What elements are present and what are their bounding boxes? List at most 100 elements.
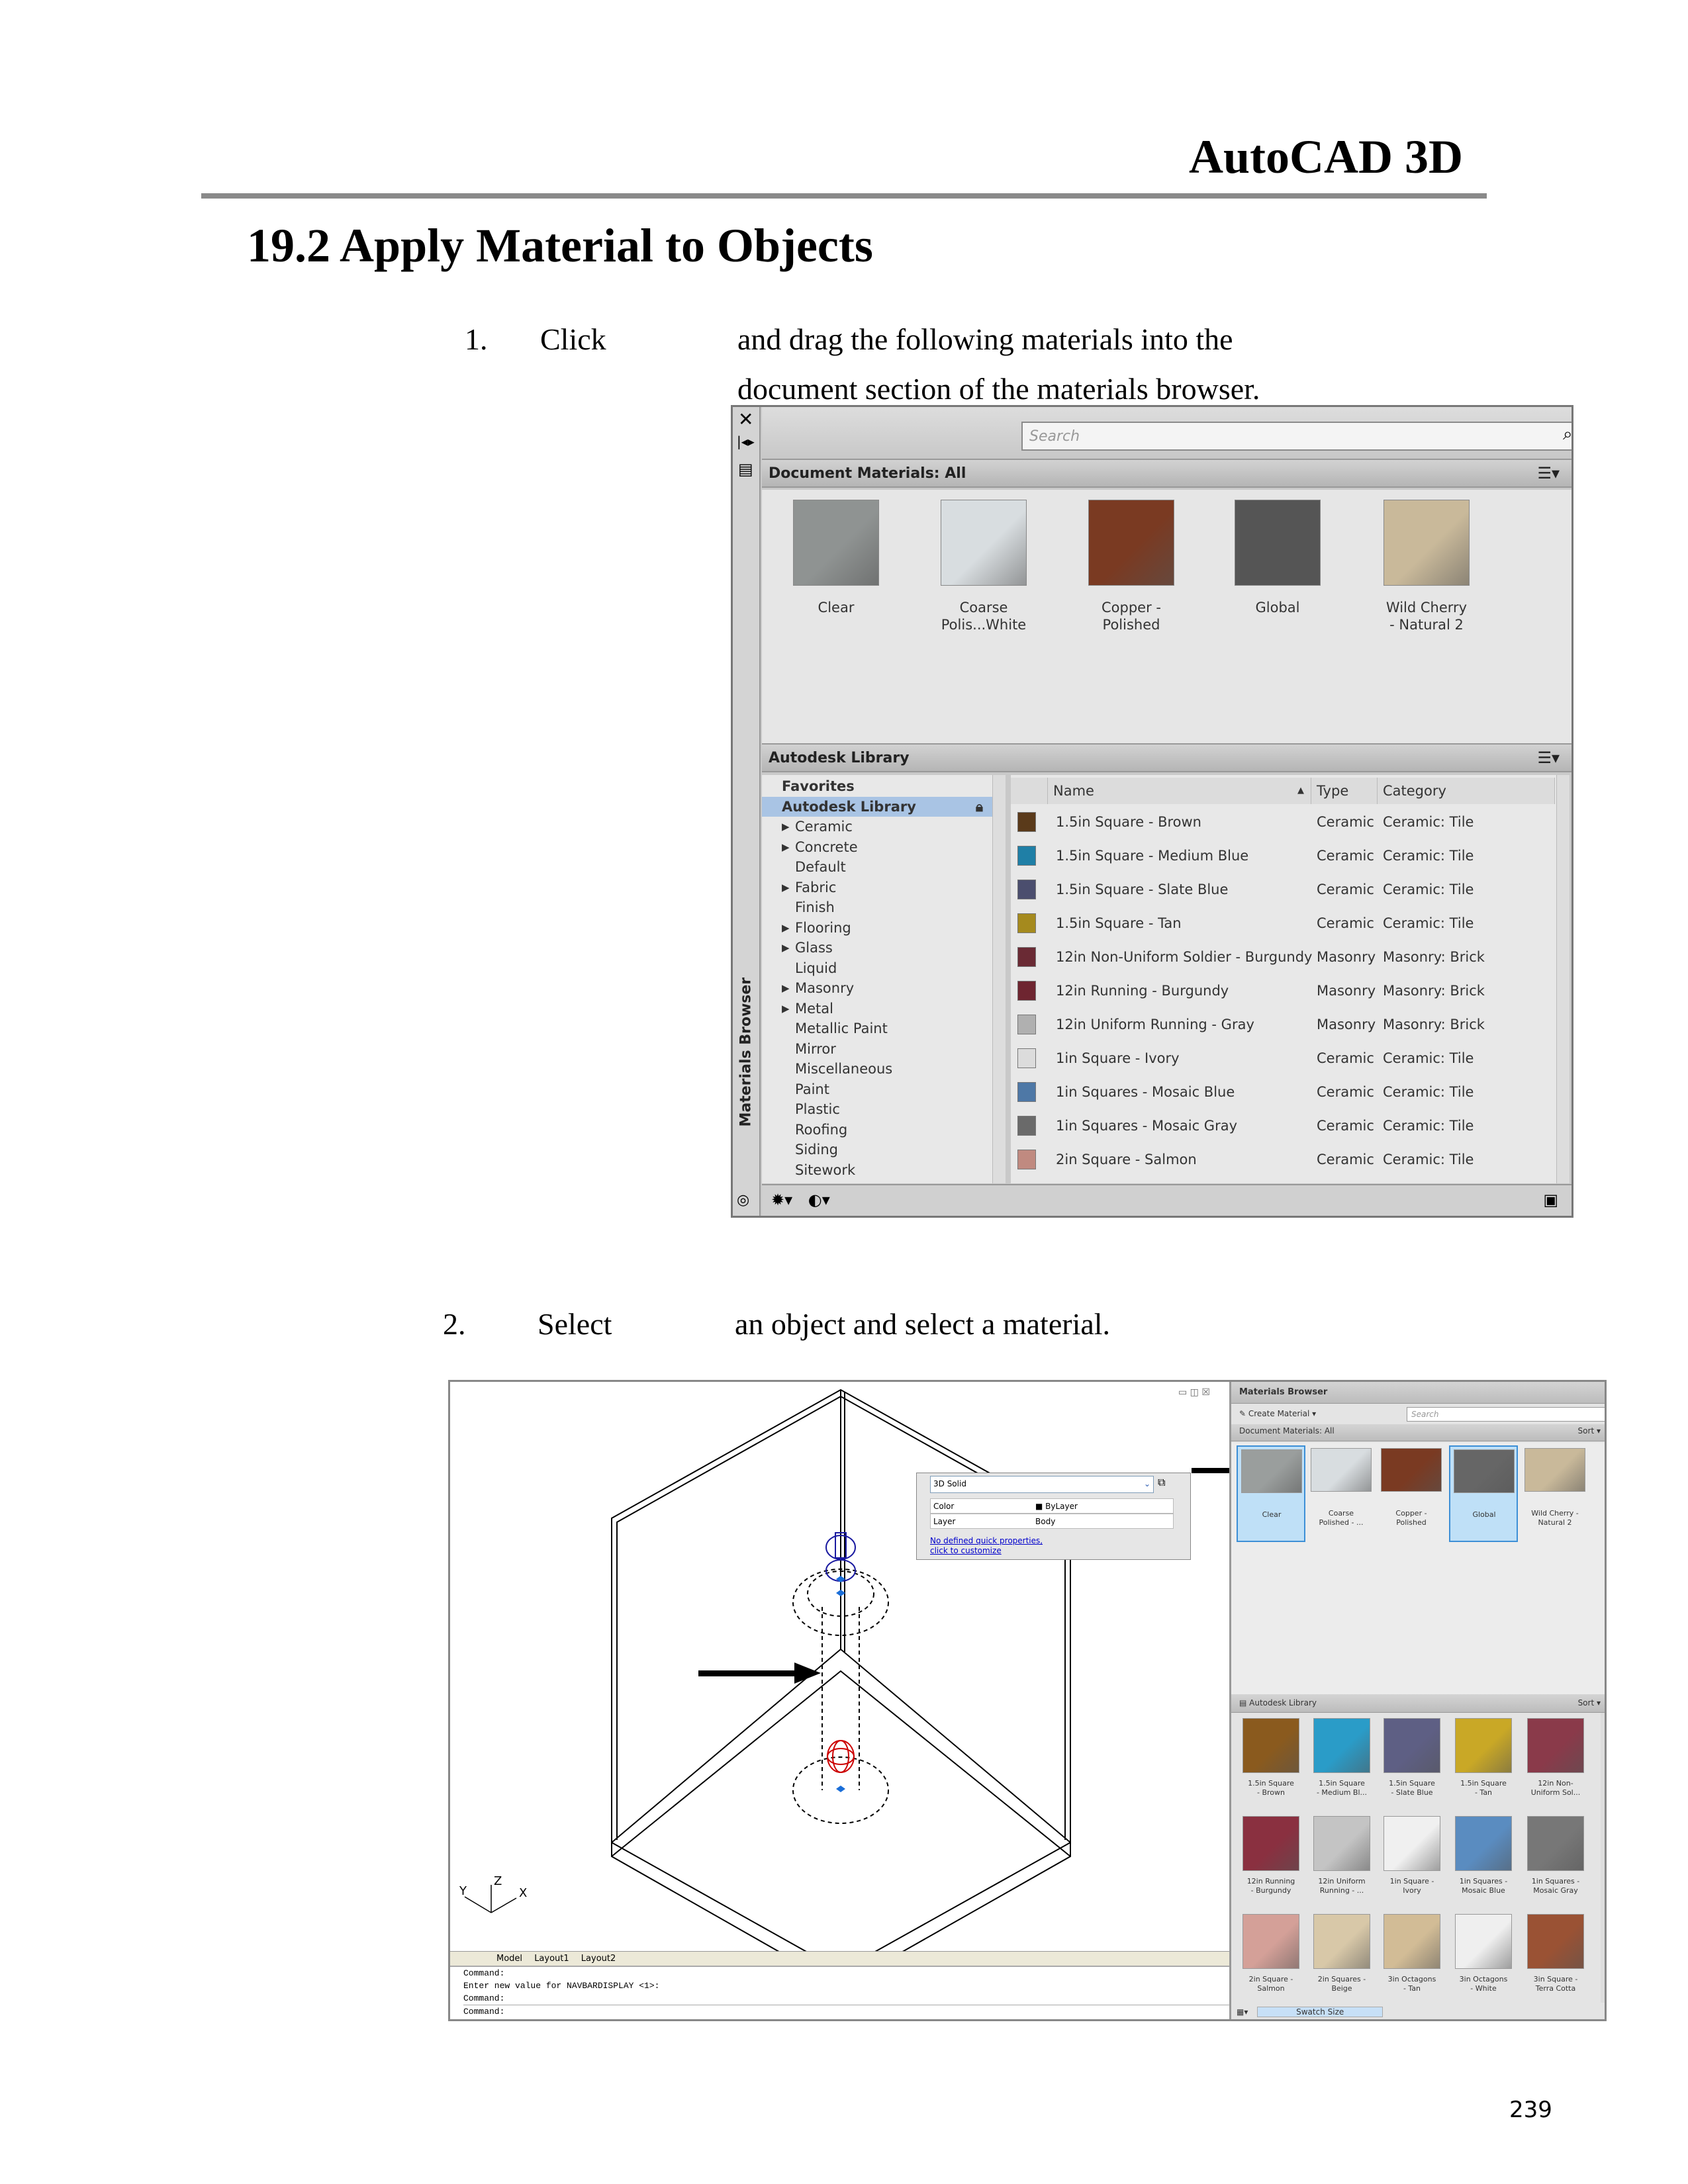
- tree-item[interactable]: Finish: [762, 897, 992, 917]
- command-input[interactable]: Command:: [463, 2005, 1229, 2018]
- tree-item[interactable]: Paint: [762, 1079, 992, 1099]
- library-sort-dropdown[interactable]: Sort ▾: [1577, 1698, 1601, 1707]
- library-scrollbar[interactable]: [1601, 1713, 1605, 2003]
- column-header-category[interactable]: Category: [1378, 778, 1555, 804]
- expand-arrow-icon[interactable]: ▶: [782, 982, 790, 994]
- doc-material-item[interactable]: Wild Cherry- Natural 2: [1360, 500, 1493, 659]
- search-input[interactable]: Search: [1407, 1407, 1605, 1422]
- tree-item[interactable]: Liquid: [762, 958, 992, 978]
- tab-layout1[interactable]: Layout1: [534, 1954, 569, 1964]
- library-material-item[interactable]: 12in Running- Burgundy: [1235, 1816, 1307, 1909]
- tree-item[interactable]: ▶Masonry: [762, 978, 992, 998]
- library-material-item[interactable]: 1.5in Square- Medium Bl...: [1305, 1718, 1378, 1811]
- expand-arrow-icon[interactable]: ▶: [782, 1002, 790, 1015]
- table-scrollbar[interactable]: [1556, 775, 1570, 1183]
- tree-item[interactable]: Siding: [762, 1140, 992, 1160]
- library-material-item[interactable]: 2in Square -Salmon: [1235, 1914, 1307, 2007]
- library-material-item[interactable]: 3in Octagons- Tan: [1376, 1914, 1448, 2007]
- sort-dropdown[interactable]: Sort ▾: [1577, 1426, 1601, 1435]
- column-header-name[interactable]: Name▲: [1048, 778, 1311, 804]
- library-material-item[interactable]: 1.5in Square- Tan: [1447, 1718, 1520, 1811]
- tree-item[interactable]: Sitework: [762, 1160, 992, 1180]
- color-property-row[interactable]: Color■ ByLayer: [930, 1498, 1174, 1514]
- expand-arrow-icon[interactable]: ▶: [782, 821, 790, 833]
- doc-material-item[interactable]: Global: [1449, 1445, 1518, 1542]
- tree-item[interactable]: Autodesk Library🔒︎: [762, 796, 992, 817]
- doc-material-item[interactable]: Wild Cherry -Natural 2: [1521, 1445, 1590, 1542]
- library-material-item[interactable]: 3in Square -Terra Cotta: [1519, 1914, 1592, 2007]
- object-type-select[interactable]: 3D Solid⌄: [930, 1476, 1154, 1493]
- library-material-item[interactable]: 2in Squares -Beige: [1305, 1914, 1378, 2007]
- tab-model[interactable]: Model: [496, 1954, 523, 1964]
- library-material-item[interactable]: 1in Squares -Mosaic Blue: [1447, 1816, 1520, 1909]
- doc-material-item[interactable]: Clear: [770, 500, 902, 659]
- customize-link-1[interactable]: No defined quick properties,: [930, 1536, 1043, 1545]
- tree-item[interactable]: ▶Flooring: [762, 918, 992, 938]
- doc-material-item[interactable]: Global: [1211, 500, 1344, 659]
- doc-material-item[interactable]: Copper -Polished: [1378, 1445, 1446, 1542]
- properties-icon[interactable]: ▤: [738, 460, 753, 478]
- create-material-button[interactable]: ✎ Create Material ▾: [1239, 1409, 1317, 1418]
- tree-item[interactable]: Miscellaneous: [762, 1059, 992, 1079]
- tree-item[interactable]: ▶Glass: [762, 938, 992, 958]
- doc-material-item[interactable]: Clear: [1237, 1445, 1305, 1542]
- tab-layout2[interactable]: Layout2: [581, 1954, 616, 1964]
- library-view-options-icon[interactable]: ☰▾: [1537, 749, 1560, 767]
- library-panel-icon[interactable]: ▣: [1543, 1191, 1558, 1209]
- tree-item[interactable]: ▶Ceramic: [762, 817, 992, 837]
- grip-points[interactable]: [836, 1576, 845, 1792]
- tree-item[interactable]: Default: [762, 857, 992, 877]
- library-add-icon[interactable]: ◐▾: [808, 1191, 830, 1209]
- expand-arrow-icon[interactable]: ▶: [782, 841, 790, 853]
- library-material-item[interactable]: 1in Square -Ivory: [1376, 1816, 1448, 1909]
- tree-item[interactable]: ▶Concrete: [762, 837, 992, 857]
- tree-item[interactable]: Metallic Paint: [762, 1019, 992, 1038]
- library-material-item[interactable]: 1.5in Square- Slate Blue: [1376, 1718, 1448, 1811]
- column-header-type[interactable]: Type: [1311, 778, 1378, 804]
- expand-arrow-icon[interactable]: ▶: [782, 921, 790, 934]
- doc-materials-filter[interactable]: Document Materials: All: [1239, 1426, 1335, 1435]
- window-controls[interactable]: ▭ ◫ ☒: [1178, 1387, 1210, 1398]
- search-icon[interactable]: ⌕: [1563, 424, 1573, 444]
- tree-item[interactable]: Plastic: [762, 1099, 992, 1119]
- library-material-item[interactable]: 1.5in Square- Brown: [1235, 1718, 1307, 1811]
- tree-scrollbar[interactable]: [992, 775, 1006, 1183]
- view-type-icon[interactable]: ▦▾: [1237, 2007, 1248, 2017]
- swatch-size-slider[interactable]: Swatch Size: [1257, 2007, 1383, 2017]
- library-material-item[interactable]: 12in Non-Uniform Sol...: [1519, 1718, 1592, 1811]
- close-icon[interactable]: ✕: [738, 408, 754, 430]
- expand-arrow-icon[interactable]: ▶: [782, 942, 790, 954]
- search-input[interactable]: Search: [1021, 422, 1571, 451]
- settings-icon[interactable]: ✹▾: [771, 1191, 793, 1209]
- tree-item[interactable]: ▶Fabric: [762, 878, 992, 897]
- tree-item[interactable]: Favorites: [762, 776, 992, 796]
- tree-item[interactable]: ▶Metal: [762, 999, 992, 1019]
- view-options-icon[interactable]: ☰▾: [1537, 464, 1560, 482]
- command-line[interactable]: Command: Enter new value for NAVBARDISPL…: [450, 1966, 1229, 2019]
- select-objects-icon[interactable]: ⧉: [1158, 1476, 1166, 1488]
- drawing-viewport[interactable]: Z Y X ▭ ◫ ☒ 3D Solid⌄ ⧉ Color■ ByLayer L…: [450, 1382, 1229, 1988]
- library-material-item[interactable]: 1in Squares -Mosaic Gray: [1519, 1816, 1592, 1909]
- tree-item[interactable]: Roofing: [762, 1120, 992, 1140]
- tree-item[interactable]: Mirror: [762, 1039, 992, 1059]
- palette-icon[interactable]: ◎: [737, 1192, 750, 1208]
- expand-arrow-icon[interactable]: ▶: [782, 881, 790, 893]
- doc-material-item[interactable]: Copper -Polished: [1065, 500, 1197, 659]
- customize-link-2[interactable]: click to customize: [930, 1546, 1002, 1555]
- library-material-item[interactable]: 3in Octagons- White: [1447, 1914, 1520, 2007]
- auto-hide-icon[interactable]: |◂▸: [737, 433, 755, 449]
